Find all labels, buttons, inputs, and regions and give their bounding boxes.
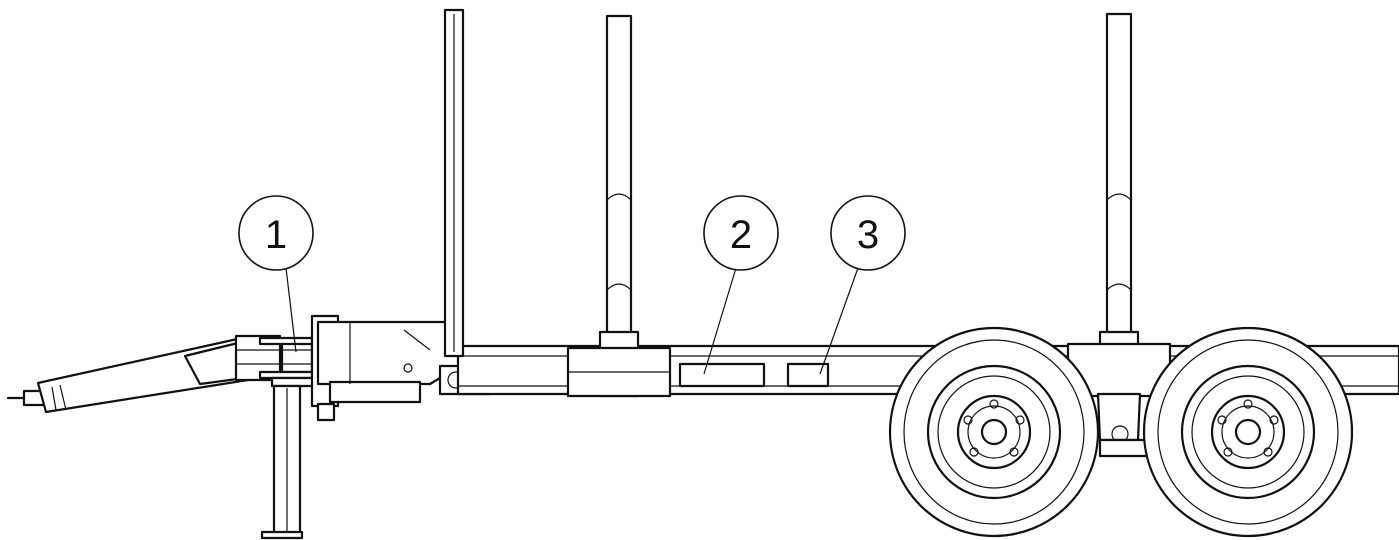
callout-2: 2 bbox=[703, 195, 779, 271]
callout-1: 1 bbox=[238, 195, 314, 271]
label-plate-2 bbox=[678, 362, 766, 388]
front-stake bbox=[443, 8, 465, 358]
middle-stake bbox=[566, 14, 672, 398]
callout-1-label: 1 bbox=[265, 213, 287, 257]
leader-line-1 bbox=[285, 267, 297, 353]
rear-stake bbox=[1066, 12, 1172, 398]
rear-wheel bbox=[1142, 326, 1354, 538]
leader-line-2 bbox=[703, 267, 737, 375]
callout-3: 3 bbox=[830, 195, 906, 271]
callout-3-label: 3 bbox=[857, 213, 879, 257]
callout-2-label: 2 bbox=[730, 213, 752, 257]
front-wheel bbox=[888, 326, 1100, 538]
support-leg bbox=[260, 384, 336, 540]
drawbar bbox=[6, 336, 262, 414]
leader-line-3 bbox=[819, 267, 859, 375]
label-plate-3 bbox=[786, 362, 830, 388]
